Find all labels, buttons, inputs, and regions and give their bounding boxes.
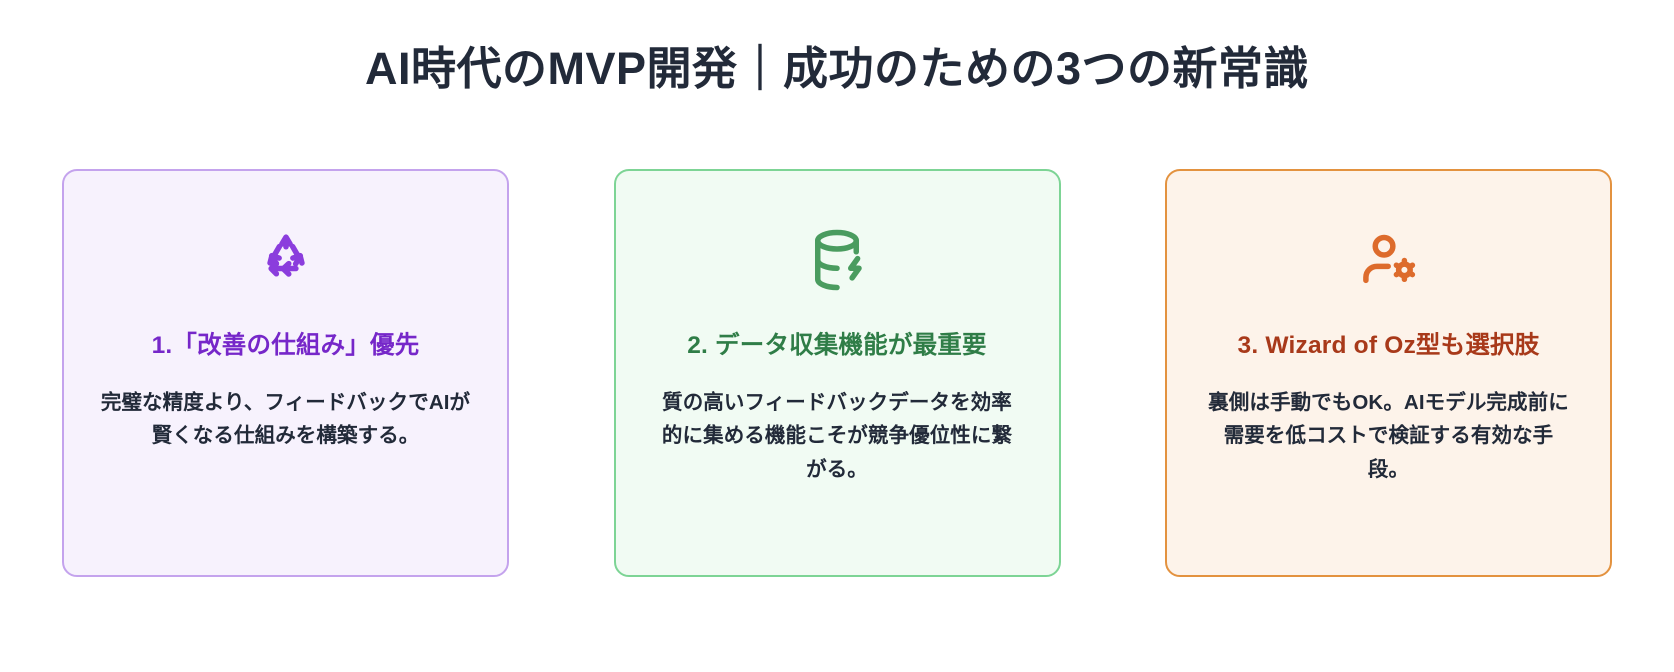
card-3: 3. Wizard of Oz型も選択肢 裏側は手動でもOK。AIモデル完成前に… bbox=[1165, 169, 1612, 578]
card-2-title: 2. データ収集機能が最重要 bbox=[687, 332, 987, 360]
database-zap-icon-glyph bbox=[815, 230, 862, 291]
recycle-icon-glyph bbox=[266, 234, 305, 278]
user-cog-icon-glyph bbox=[1362, 235, 1415, 284]
card-2: 2. データ収集機能が最重要 質の高いフィードバックデータを効率的に集める機能こ… bbox=[613, 169, 1061, 578]
card-1-title: 1.「改善の仕組み」優先 bbox=[151, 332, 420, 360]
card-1-body: 完璧な精度より、フィードバックでAIが賢くなる仕組みを構築する。 bbox=[100, 391, 471, 448]
cards-row: 1.「改善の仕組み」優先 完璧な精度より、フィードバックでAIが賢くなる仕組みを… bbox=[0, 169, 1674, 578]
recycle-icon bbox=[253, 227, 319, 293]
card-1: 1.「改善の仕組み」優先 完璧な精度より、フィードバックでAIが賢くなる仕組みを… bbox=[62, 169, 509, 578]
user-cog-icon bbox=[1356, 227, 1422, 293]
card-2-body: 質の高いフィードバックデータを効率的に集める機能こそが競争優位性に繋がる。 bbox=[661, 391, 1013, 481]
card-3-body: 裏側は手動でもOK。AIモデル完成前に需要を低コストで検証する有効な手段。 bbox=[1208, 391, 1569, 481]
page-title: AI時代のMVP開発｜成功のための3つの新常識 bbox=[364, 43, 1310, 94]
card-3-title: 3. Wizard of Oz型も選択肢 bbox=[1237, 332, 1540, 360]
database-zap-icon bbox=[804, 227, 870, 293]
